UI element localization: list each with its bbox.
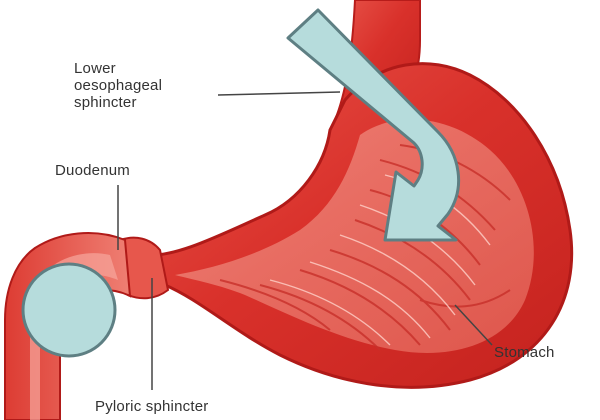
label-line-3: sphincter — [74, 94, 162, 111]
label-duodenum: Duodenum — [55, 162, 130, 179]
circle-marker-icon — [23, 264, 115, 356]
label-pyloric-sphincter: Pyloric sphincter — [95, 398, 208, 415]
label-line-1: Lower — [74, 60, 162, 77]
label-lower-oesophageal-sphincter: Lower oesophageal sphincter — [74, 60, 162, 111]
label-stomach: Stomach — [494, 344, 555, 361]
label-line-2: oesophageal — [74, 77, 162, 94]
leader-line-lower-sphincter — [218, 92, 340, 95]
